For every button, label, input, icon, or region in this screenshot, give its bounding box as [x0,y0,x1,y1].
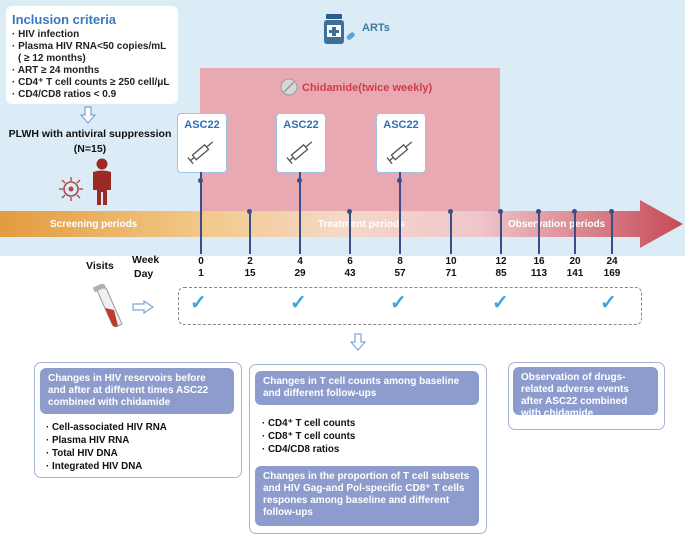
timeline-tick [399,172,401,254]
asc22-label: ASC22 [184,119,220,131]
day-value: 29 [294,268,306,279]
timeline-tick [574,211,576,254]
timeline-dot [198,178,203,183]
timeline-tick [349,211,351,254]
timeline-dot [247,209,252,214]
timeline-arrow [0,200,683,248]
timeline-tick [450,211,452,254]
person-icon [93,158,111,205]
check-icon: ✓ [492,292,509,314]
inclusion-line: · CD4⁺ T cell counts ≥ 250 cell/μL [12,77,170,88]
t-cell-item: · CD4⁺ T cell counts [262,418,356,429]
reservoir-item: · Integrated HIV DNA [46,461,143,472]
syringe-icon [187,141,214,165]
week-value: 20 [569,256,581,267]
day-value: 169 [603,268,621,279]
visits-label: Visits [86,260,114,272]
inclusion-line: · ART ≥ 24 months [12,65,100,76]
adverse-events-heading: Observation of drugs-related adverse eve… [513,367,658,419]
syringe-icon [286,141,313,165]
day-value: 141 [566,268,584,279]
day-value: 71 [445,268,457,279]
pill-icon [280,78,298,96]
down-arrow-icon [350,333,366,351]
timeline-dot [536,209,541,214]
inclusion-line: ( ≥ 12 months) [18,53,86,64]
chidamide-label: Chidamide(twice weekly) [302,82,433,94]
day-label: Day [134,268,154,280]
week-value: 0 [198,256,204,267]
reservoir-item: · Plasma HIV RNA [46,435,130,446]
syringe-icon [386,141,413,165]
timeline-dot [609,209,614,214]
reservoir-panel-heading: Changes in HIV reservoirs before and aft… [40,368,234,414]
day-value: 85 [495,268,507,279]
timeline-tick [611,211,613,254]
t-cell-subset-heading: Changes in the proportion of T cell subs… [255,466,479,526]
week-value: 12 [495,256,507,267]
chidamide-period [200,68,500,214]
reservoir-item: · Cell-associated HIV RNA [46,422,167,433]
reservoir-item: · Total HIV DNA [46,448,118,459]
inclusion-line: · CD4/CD8 ratios < 0.9 [12,89,117,100]
timeline-dot [397,178,402,183]
week-value: 10 [445,256,457,267]
timeline-dot [297,178,302,183]
t-cell-count-heading: Changes in T cell counts among baseline … [255,371,479,405]
sample-collection-box [178,287,642,325]
timeline-tick [249,211,251,254]
population-label: PLWH with antiviral suppression [8,128,172,140]
check-icon: ✓ [390,292,407,314]
week-value: 6 [347,256,353,267]
treatment-period-label: Treatment periods [318,219,405,230]
week-value: 24 [606,256,618,267]
day-value: 15 [244,268,256,279]
asc22-label: ASC22 [283,119,319,131]
check-icon: ✓ [190,292,207,314]
week-value: 4 [297,256,303,267]
timeline-dot [448,209,453,214]
t-cell-item: · CD8⁺ T cell counts [262,431,356,442]
asc22-injection-box: ASC22 [177,113,227,173]
blood-tube-icon [92,284,123,328]
day-value: 113 [530,268,548,279]
right-arrow-icon [132,300,154,314]
arts-label: ARTs [362,22,390,34]
week-label: Week [132,254,160,266]
week-value: 2 [247,256,253,267]
inclusion-criteria-box [6,6,178,104]
timeline-tick [200,172,202,254]
inclusion-criteria-title: Inclusion criteria [12,12,117,27]
week-value: 16 [533,256,545,267]
day-value: 43 [344,268,356,279]
timeline-dot [347,209,352,214]
asc22-label: ASC22 [383,119,419,131]
day-value: 1 [198,268,204,279]
down-arrow-icon [80,106,96,124]
timeline-tick [538,211,540,254]
timeline-tick [500,211,502,254]
virus-icon [59,177,83,201]
screening-period-label: Screening periods [50,219,138,230]
timeline-tick [299,172,301,254]
population-count: (N=15) [73,143,107,155]
check-icon: ✓ [290,292,307,314]
inclusion-line: · HIV infection [12,29,80,40]
medicine-bottle-icon [324,14,355,44]
asc22-injection-box: ASC22 [276,113,326,173]
observation-period-label: Observation periods [508,219,606,230]
timeline-dot [572,209,577,214]
timeline-dot [498,209,503,214]
inclusion-line: · Plasma HIV RNA<50 copies/mL [12,41,167,52]
asc22-injection-box: ASC22 [376,113,426,173]
t-cell-item: · CD4/CD8 ratios [262,444,340,455]
week-value: 8 [397,256,403,267]
check-icon: ✓ [600,292,617,314]
day-value: 57 [394,268,406,279]
